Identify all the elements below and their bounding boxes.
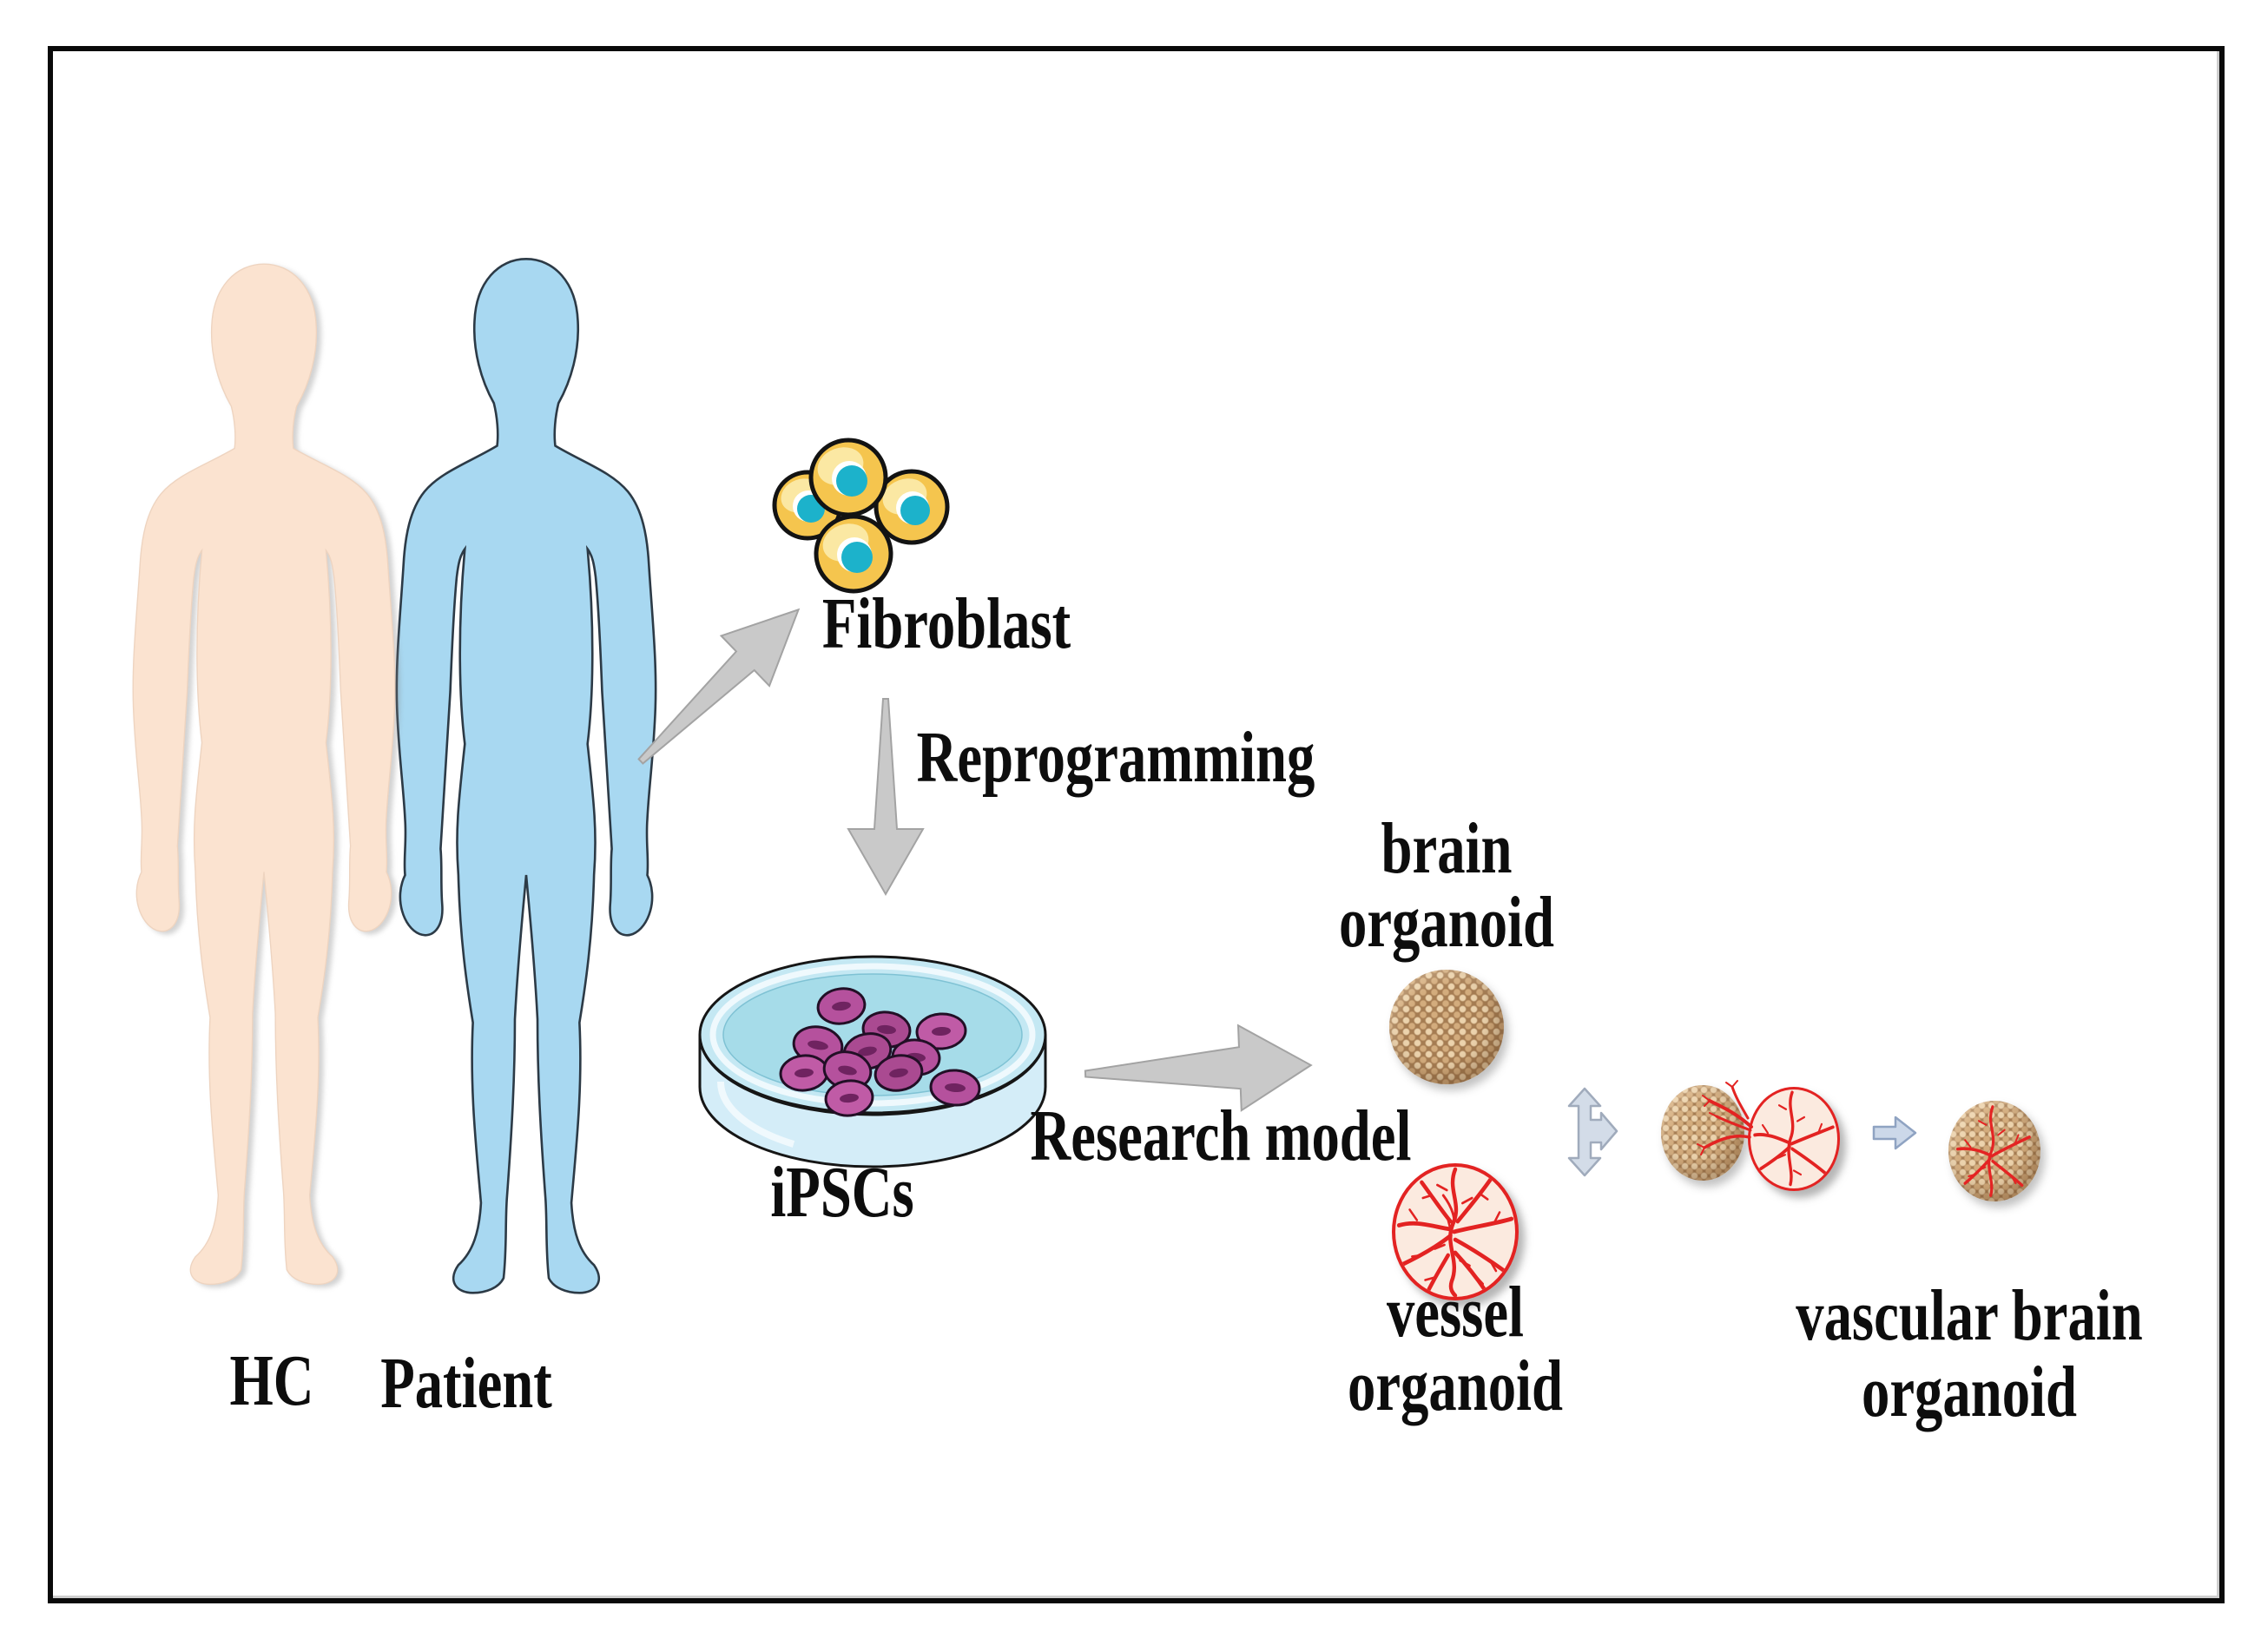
patient-silhouette <box>365 249 688 1298</box>
petri-dish-icon <box>698 955 1047 1168</box>
vascular-brain-organoid-label: vascular brain organoid <box>1796 1275 2143 1432</box>
patient-label: Patient <box>380 1343 552 1424</box>
fused-brain-organoid-icon <box>1661 1085 1744 1181</box>
research-model-arrow-icon <box>1084 1023 1313 1112</box>
brain-organoid-label: brain organoid <box>1339 808 1554 963</box>
brain-organoid-icon <box>1389 970 1504 1084</box>
fibroblast-cell-top <box>808 438 888 517</box>
biopsy-arrow-icon <box>637 608 801 765</box>
vessel-organoid-icon <box>1392 1163 1519 1300</box>
ipsc-colonies <box>779 987 981 1117</box>
hc-silhouette <box>101 254 427 1289</box>
vascular-brain-organoid-icon <box>1948 1101 2040 1201</box>
fused-vessel-organoid-icon <box>1748 1087 1840 1191</box>
ipscs-label: iPSCs <box>770 1152 914 1233</box>
figure-border <box>48 46 2225 1603</box>
research-model-label: Research model <box>1030 1096 1412 1176</box>
reprogramming-label: Reprogramming <box>916 717 1315 798</box>
fibroblast-cell-right <box>873 469 950 545</box>
fusion-double-arrow-icon <box>1567 1087 1618 1177</box>
vessel-organoid-label: vessel organoid <box>1348 1272 1563 1426</box>
hc-label: HC <box>229 1340 314 1421</box>
fibroblast-label: Fibroblast <box>821 583 1071 664</box>
merge-result-arrow-icon <box>1872 1116 1917 1150</box>
fusion-bridge-vessels-icon <box>1697 1080 1753 1155</box>
reprogramming-arrow-icon <box>847 698 925 897</box>
fibroblast-cell-bottom <box>814 514 893 594</box>
fibroblast-cells-icon <box>772 438 950 594</box>
